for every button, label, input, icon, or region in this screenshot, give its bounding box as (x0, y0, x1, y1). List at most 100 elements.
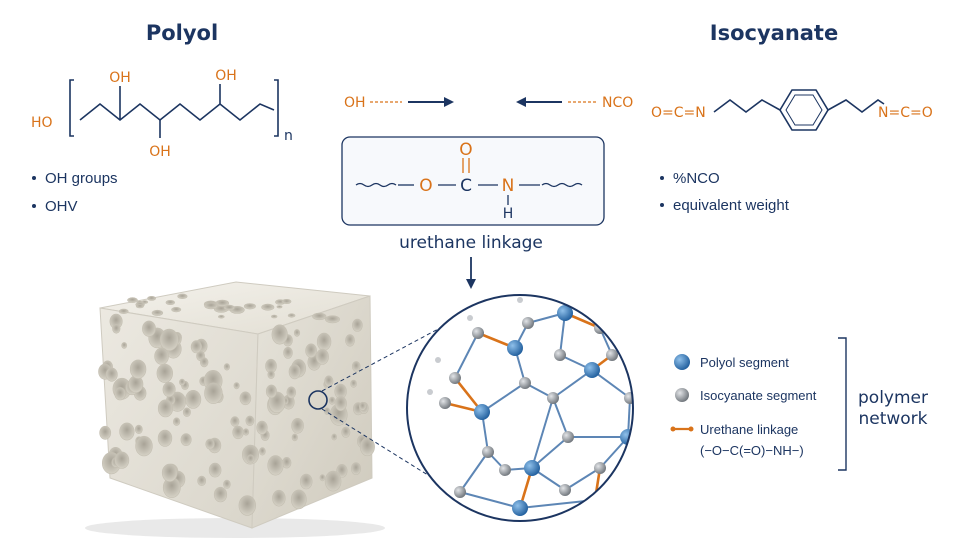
polyol-oh-top-2: OH (215, 68, 237, 84)
urethane-h: H (503, 206, 514, 222)
iso-bullet-equivalent-weight: equivalent weight (673, 197, 790, 214)
foam-pore (239, 391, 252, 406)
polyol-ho-end: HO (31, 115, 53, 131)
foam-pore (119, 422, 135, 441)
foam-pore (157, 399, 174, 418)
foam-pore (341, 426, 351, 438)
foam-pore (328, 396, 336, 405)
urethane-o: O (419, 176, 432, 196)
foam-pore (151, 309, 164, 316)
foam-pore (114, 451, 130, 469)
isocyanate-segment-atom (562, 431, 574, 443)
foam-pore (121, 342, 128, 349)
foam-pore (256, 420, 268, 435)
foam-pore (208, 462, 222, 478)
foam-pore (197, 475, 207, 487)
network-end-atom (467, 315, 473, 321)
polyol-segment-atom (507, 340, 523, 356)
foam-pore (204, 302, 218, 310)
foam-pore (161, 463, 178, 482)
isocyanate-segment-atom (472, 327, 484, 339)
foam-pore (351, 361, 361, 372)
reaction-nco-label: NCO (602, 95, 633, 111)
foam-pore (223, 304, 235, 311)
legend: Polyol segment Isocyanate segment Uretha… (670, 337, 928, 471)
isocyanate-segment-atom (482, 446, 494, 458)
foam-pore (350, 379, 357, 388)
foam-pore (282, 457, 292, 469)
foam-pore (345, 334, 355, 347)
foam-pore (218, 314, 225, 319)
foam-pore (272, 489, 286, 507)
network-end-atom (607, 487, 613, 493)
network-end-atom (427, 389, 433, 395)
polyol-subscript-n: n (284, 128, 293, 144)
foam-pore (288, 364, 301, 380)
polyol-title: Polyol (146, 21, 218, 45)
foam-pore (112, 323, 121, 334)
foam-pore (293, 329, 301, 337)
isocyanate-segment-atom (547, 392, 559, 404)
isocyanate-segment-atom (519, 377, 531, 389)
foam-pore (190, 340, 202, 354)
isocyanate-title: Isocyanate (710, 21, 838, 45)
foam-pore (173, 417, 181, 426)
urethane-box (341, 136, 605, 226)
foam-pore (233, 382, 240, 390)
foam-pore (105, 367, 118, 382)
network-end-atom (522, 527, 528, 533)
network-end-atom (435, 357, 441, 363)
foam-pore (324, 470, 342, 492)
bullet-dot (32, 176, 36, 180)
foam-pore (286, 386, 297, 399)
foam-pore (185, 389, 202, 409)
network-label-line2: network (858, 409, 927, 429)
foam-pore (359, 401, 367, 411)
iso-bullet-nco: %NCO (673, 170, 720, 187)
foam-pore (162, 381, 176, 398)
isocyanate-structure (713, 89, 885, 131)
polyol-segment-atom (474, 404, 490, 420)
foam-pore (159, 328, 179, 352)
iso-left-group: O=C=N (651, 105, 706, 121)
legend-polyol-marker (674, 354, 690, 370)
polyol-structure (69, 79, 279, 138)
polyol-bullet-oh-groups: OH groups (45, 170, 118, 187)
isocyanate-segment-atom (554, 349, 566, 361)
urethane-n: N (502, 176, 515, 196)
polyol-oh-top-1: OH (109, 70, 131, 86)
urethane-c: C (460, 176, 472, 196)
foam-pore (242, 428, 250, 436)
foam-pore (359, 437, 375, 457)
network-bond (552, 369, 593, 399)
foam-pore (259, 447, 266, 456)
urethane-o-top: O (459, 140, 472, 160)
foam-pore (271, 314, 278, 319)
iso-right-group: N=C=O (878, 105, 933, 121)
foam-pore (265, 384, 277, 399)
foam-pore (118, 308, 129, 315)
network-bond (481, 382, 526, 413)
isocyanate-segment-atom (522, 317, 534, 329)
reaction-oh-label: OH (344, 95, 366, 111)
polyol-oh-bottom: OH (149, 144, 171, 160)
foam-pore (129, 359, 147, 379)
chain-squiggle-left (355, 182, 397, 188)
isocyanate-segment-atom (594, 462, 606, 474)
foam-pore (267, 455, 284, 476)
isocyanate-segment-atom (454, 486, 466, 498)
foam-pore (114, 387, 126, 401)
foam-pore (352, 318, 363, 332)
bullet-dot (660, 176, 664, 180)
isocyanate-segment-atom (499, 464, 511, 476)
network-bond (459, 451, 489, 493)
legend-polyol-label: Polyol segment (700, 355, 789, 370)
foam-pore (230, 416, 240, 427)
foam-pore (238, 495, 257, 516)
foam-pore (205, 438, 215, 450)
polyol-segment-atom (524, 460, 540, 476)
foam-pore (271, 324, 288, 345)
foam-pore (243, 303, 256, 310)
network-end-atom (644, 447, 650, 453)
foam-pore (171, 307, 182, 313)
